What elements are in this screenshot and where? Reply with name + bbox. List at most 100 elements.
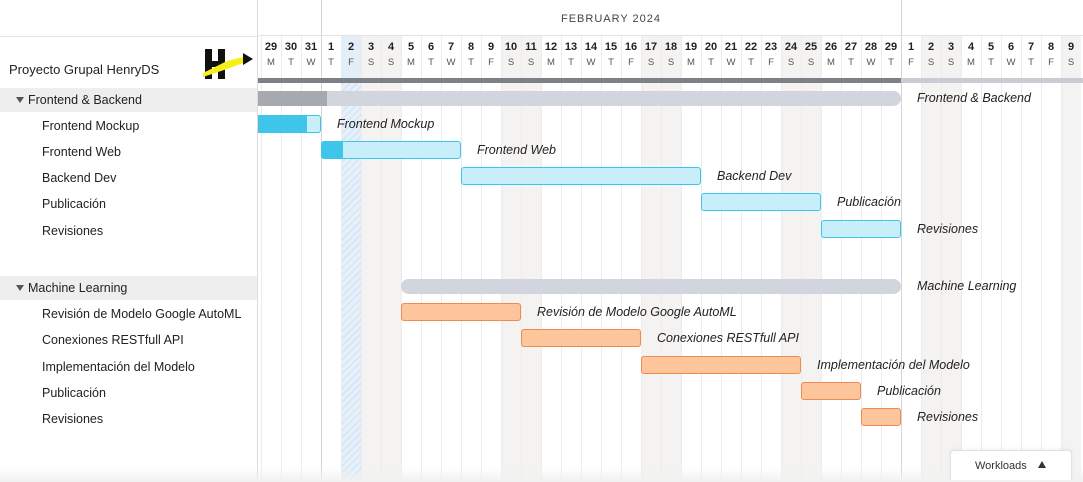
task-row[interactable]: Backend Dev — [0, 166, 257, 190]
timeline-scale — [258, 78, 1083, 83]
weekday-letter: F — [1048, 57, 1054, 68]
group-row[interactable]: Machine Learning — [0, 276, 257, 300]
weekday-letter: W — [726, 57, 736, 68]
task-row[interactable]: Publicación — [0, 381, 257, 405]
task-label: Frontend Mockup — [42, 119, 140, 133]
weekday-letter: M — [827, 57, 835, 68]
task-row[interactable]: Revisiones — [0, 407, 257, 431]
day-column — [861, 36, 881, 482]
weekday-letter: M — [267, 57, 275, 68]
day-column — [481, 36, 501, 482]
task-label: Publicación — [42, 197, 106, 211]
group-summary-bar[interactable] — [401, 279, 901, 294]
day-column — [541, 36, 561, 482]
task-bar-label: Backend Dev — [717, 169, 792, 183]
day-column — [401, 36, 421, 482]
task-row[interactable]: Frontend Mockup — [0, 114, 257, 138]
task-bar[interactable] — [258, 115, 321, 133]
day-number: 4 — [387, 41, 395, 53]
task-bar[interactable] — [821, 220, 901, 238]
task-row[interactable]: Implementación del Modelo — [0, 355, 257, 379]
weekday-letter: W — [306, 57, 316, 68]
day-number: 12 — [544, 41, 558, 53]
task-bar-label: Frontend Mockup — [337, 117, 435, 131]
day-number: 1 — [907, 41, 915, 53]
day-number: 16 — [624, 41, 638, 53]
caret-down-icon[interactable] — [16, 285, 24, 291]
month-separator — [321, 0, 322, 482]
day-column — [441, 36, 461, 482]
task-bar[interactable] — [521, 329, 641, 347]
day-number: 22 — [744, 41, 758, 53]
day-column — [261, 36, 281, 482]
task-bar[interactable] — [641, 356, 801, 374]
day-column — [681, 36, 701, 482]
day-number: 2 — [347, 41, 355, 53]
month-separator — [901, 0, 902, 482]
task-bar[interactable] — [801, 382, 861, 400]
task-bar[interactable] — [401, 303, 521, 321]
weekday-letter: F — [908, 57, 914, 68]
task-bar[interactable] — [701, 193, 821, 211]
task-progress-fill — [322, 142, 343, 158]
workloads-label: Workloads — [975, 460, 1027, 472]
weekday-letter: S — [507, 57, 515, 68]
weekday-letter: M — [687, 57, 695, 68]
day-column — [301, 36, 321, 482]
caret-down-icon[interactable] — [16, 97, 24, 103]
weekday-letter: F — [628, 57, 634, 68]
group-label: Frontend & Backend — [28, 93, 142, 107]
day-number: 15 — [604, 41, 618, 53]
task-row[interactable]: Publicación — [0, 192, 257, 216]
task-row[interactable]: Conexiones RESTfull API — [0, 328, 257, 352]
task-row[interactable]: Frontend Web — [0, 140, 257, 164]
task-row[interactable]: Revisión de Modelo Google AutoML — [0, 302, 257, 326]
task-label: Frontend Web — [42, 145, 121, 159]
task-bar[interactable] — [861, 408, 901, 426]
weekday-letter: T — [888, 57, 894, 68]
weekday-letter: T — [328, 57, 334, 68]
day-number: 20 — [704, 41, 718, 53]
day-number: 8 — [1047, 41, 1055, 53]
day-number: 29 — [264, 41, 278, 53]
task-row[interactable]: Revisiones — [0, 219, 257, 243]
weekday-letter: T — [288, 57, 294, 68]
group-summary-bar[interactable] — [258, 91, 901, 106]
task-label: Backend Dev — [42, 171, 117, 185]
weekday-letter: S — [647, 57, 655, 68]
day-column — [1041, 36, 1061, 482]
group-label: Machine Learning — [28, 281, 128, 295]
task-bar[interactable] — [321, 141, 461, 159]
day-column — [501, 36, 521, 482]
group-row[interactable]: Frontend & Backend — [0, 88, 257, 112]
weekday-letter: S — [667, 57, 675, 68]
task-bar-label: Revisiones — [917, 222, 979, 236]
task-label: Conexiones RESTfull API — [42, 333, 184, 347]
task-list-panel: Proyecto Grupal HenryDS Frontend & Backe… — [0, 0, 258, 482]
weekday-letter: F — [488, 57, 494, 68]
weekday-letter: T — [468, 57, 474, 68]
day-number: 9 — [1067, 41, 1075, 53]
day-number: 18 — [664, 41, 678, 53]
weekday-letter: F — [768, 57, 774, 68]
task-bar-label: Revisión de Modelo Google AutoML — [537, 305, 737, 319]
day-number: 11 — [525, 41, 537, 53]
weekday-letter: T — [568, 57, 574, 68]
workloads-button[interactable]: Workloads — [950, 450, 1072, 480]
task-bar[interactable] — [461, 167, 701, 185]
